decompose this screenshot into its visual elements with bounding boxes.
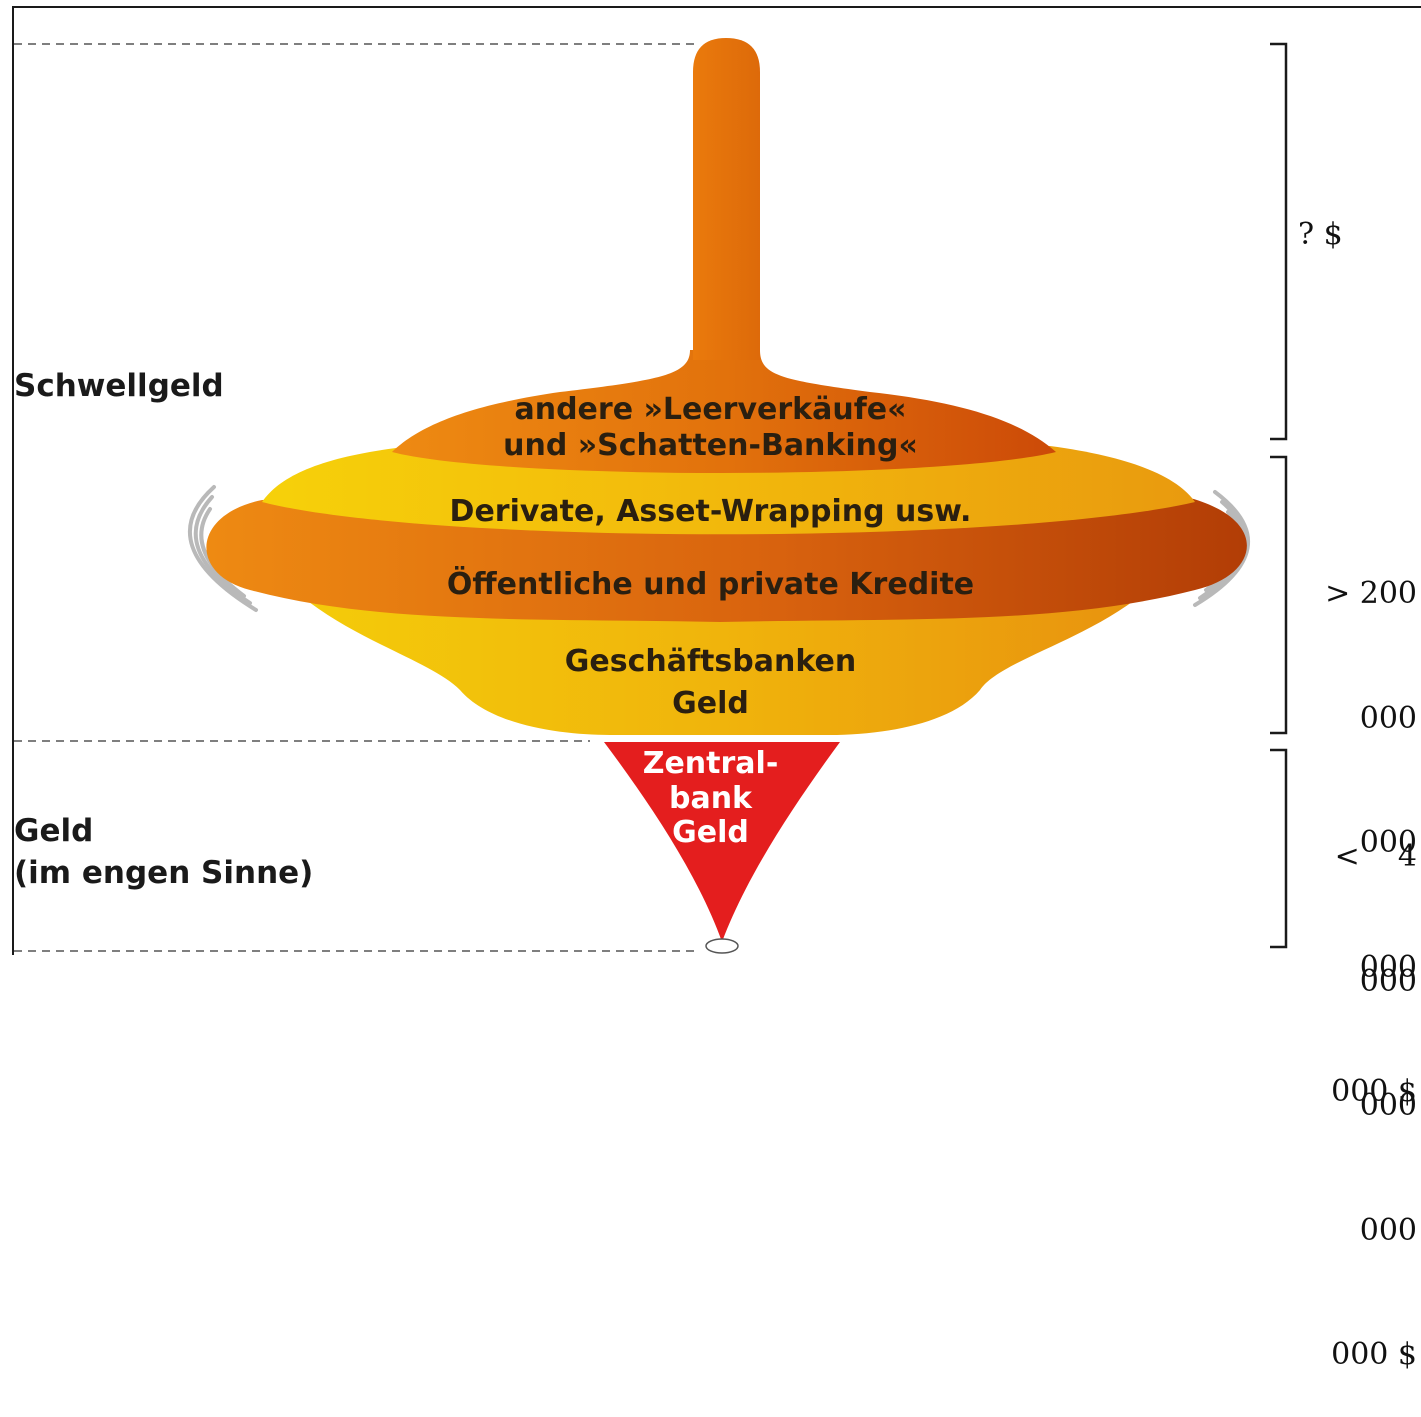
shadow-banking-label-line1: andere »Leerverkäufe« — [514, 392, 907, 427]
spinning-top-diagram — [14, 38, 1288, 954]
amount-middle-line: > 200 — [1325, 576, 1417, 611]
cone-tip — [705, 938, 739, 954]
central-bank-label-line1: Zentral- — [642, 746, 779, 781]
amount-bottom-line: 000 — [1359, 963, 1417, 999]
central-bank-cone — [604, 742, 840, 942]
commercial-bank-label-line2: Geld — [672, 686, 749, 721]
shadow-banking-label-line2: und »Schatten-Banking« — [503, 428, 918, 463]
amount-bottom-line: < 4 — [1334, 839, 1417, 874]
central-bank-label-line3: Geld — [672, 815, 749, 850]
schwellgeld-label: Schwellgeld — [14, 368, 224, 404]
geld-label: Geld — [14, 813, 94, 849]
credits-layer — [206, 498, 1247, 622]
shadow-banking-layer — [392, 350, 1056, 473]
derivatives-label: Derivate, Asset-Wrapping usw. — [449, 494, 972, 529]
derivatives-layer — [262, 446, 1195, 535]
commercial-bank-layer — [292, 588, 1150, 735]
central-bank-label-line2: bank — [668, 781, 753, 816]
amount-top: ? $ — [1298, 217, 1343, 252]
bracket-top — [1270, 42, 1288, 441]
bracket-middle — [1270, 455, 1288, 735]
amount-middle-line: 000 — [1359, 825, 1417, 860]
amount-bottom-line: 000 — [1359, 1212, 1417, 1248]
bracket-bottom — [1270, 748, 1288, 949]
amount-middle-line: 000 — [1359, 700, 1417, 736]
credits-label: Öffentliche und private Kredite — [446, 567, 975, 602]
amount-bottom-line: 000 — [1359, 1088, 1417, 1123]
diagram-frame — [12, 6, 1421, 955]
amount-bottom-line: 000 $ — [1331, 1337, 1417, 1372]
motion-lines-left — [187, 485, 258, 612]
commercial-bank-label-line1: Geschäftsbanken — [564, 644, 857, 679]
spinning-top-stem — [693, 38, 760, 360]
amount-bottom: < 4 000 000 000 000 $ — [1331, 753, 1417, 1417]
geld-subtitle-label: (im engen Sinne) — [14, 855, 314, 891]
